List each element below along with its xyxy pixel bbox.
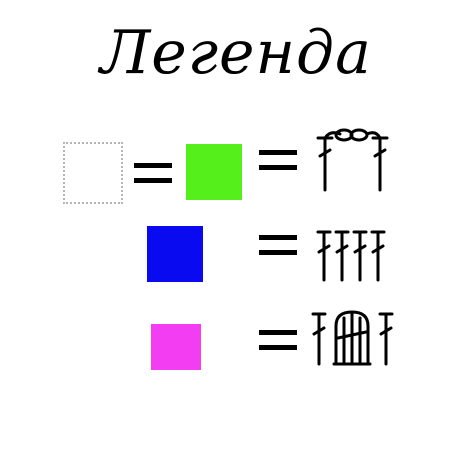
double-crochet-with-bobble-cluster-icon [311,310,394,366]
equals-sign [259,150,297,170]
magenta-square-swatch [151,324,201,370]
empty-square-swatch [63,142,123,204]
green-square-swatch [186,144,242,200]
chain-arch-with-double-crochet-posts-icon [316,128,389,192]
legend-title: Легенда [100,18,372,88]
equals-sign [259,330,297,350]
blue-square-swatch [147,226,203,282]
four-double-crochet-stitches-icon [316,230,386,282]
equals-sign [134,163,172,183]
equals-sign [259,235,297,255]
